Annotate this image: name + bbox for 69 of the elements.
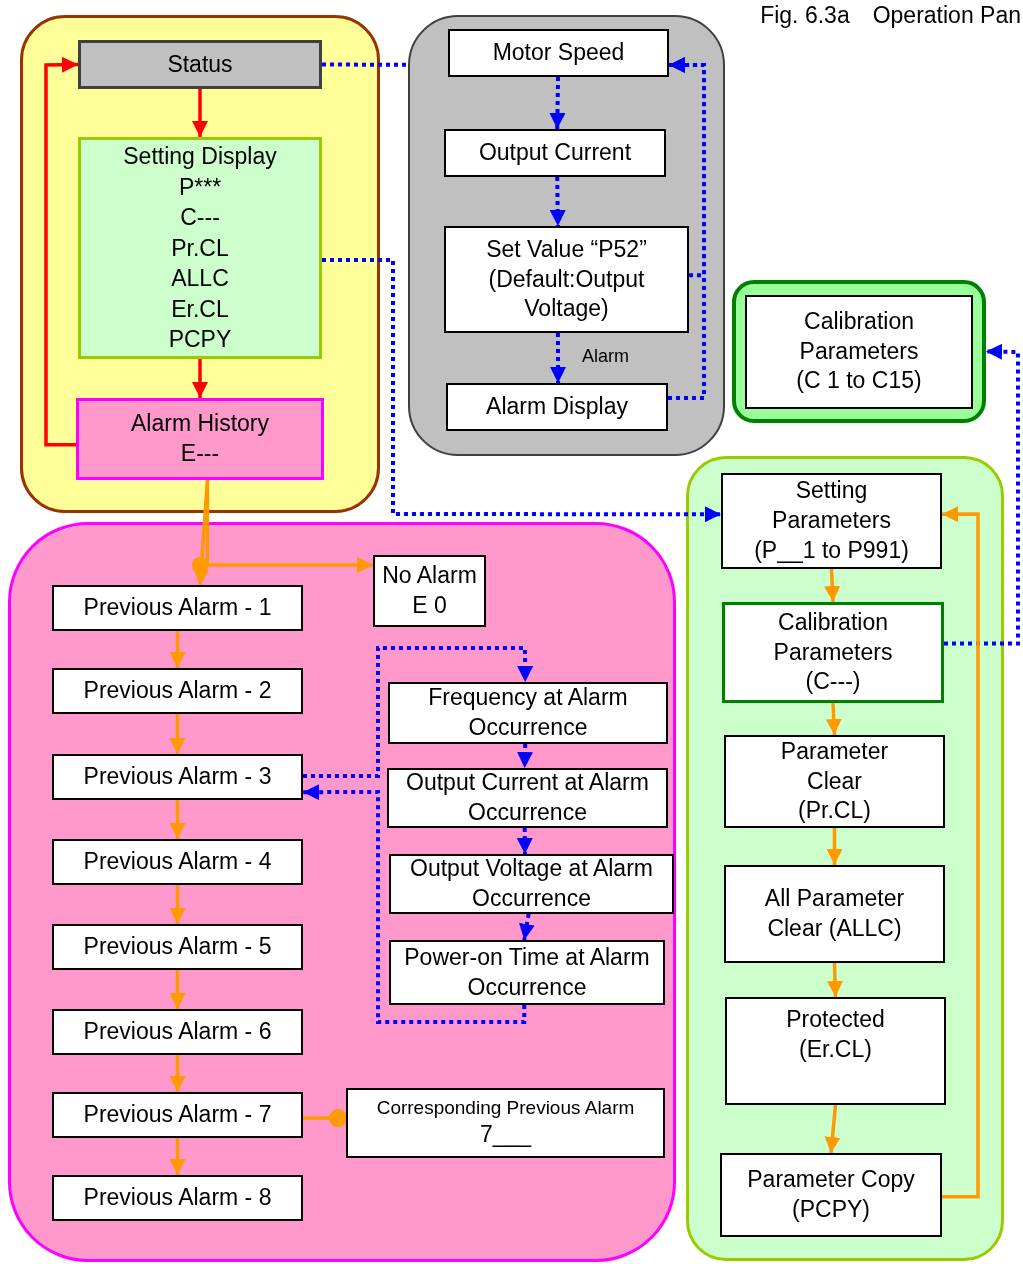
process-box [722, 602, 944, 703]
box-label: Parameter Copy (PCPY) [746, 1165, 916, 1224]
box-label: P*** [178, 172, 222, 202]
box-label: Output Voltage at Alarm Occurrence [409, 854, 654, 913]
box-heading: Setting Display [123, 141, 277, 171]
box-label: Er.CL [171, 294, 229, 324]
box-label: Previous Alarm - 7 [83, 1100, 272, 1130]
box-label: PCPY [168, 325, 232, 355]
box-heading: Corresponding Previous Alarm [376, 1095, 635, 1120]
group-panel [686, 456, 1004, 1261]
box-label: Output Current at Alarm Occurrence [405, 768, 650, 827]
edge-label: Alarm [582, 346, 630, 367]
box-label: C--- [180, 203, 220, 233]
process-box [52, 585, 303, 631]
box-label: Motor Speed [492, 38, 625, 68]
group-panel [20, 15, 380, 513]
box-label: E 0 [412, 591, 447, 620]
process-box [373, 555, 486, 627]
process-box [721, 473, 942, 569]
box-label: Set Value “P52” (Default:Output Voltage) [485, 234, 648, 324]
box-heading: No Alarm [382, 561, 477, 591]
status-box [78, 40, 322, 89]
figure-title: Fig. 6.3a Operation Pan [760, 1, 1021, 30]
process-box [346, 1088, 665, 1158]
box-label: Pr.CL [171, 233, 229, 263]
process-box [725, 997, 946, 1105]
box-label: Power-on Time at Alarm Occurrence [403, 942, 651, 1002]
process-box [448, 29, 669, 77]
box-label: Previous Alarm - 3 [83, 762, 272, 792]
process-box [724, 865, 945, 963]
process-box [76, 398, 324, 480]
box-label: Protected (Er.CL) [785, 1005, 886, 1064]
box-label: E--- [180, 439, 220, 468]
box-label: Previous Alarm - 2 [83, 676, 272, 706]
process-box [446, 383, 668, 431]
process-box [78, 137, 322, 359]
process-box [52, 1009, 303, 1055]
process-box [724, 735, 945, 828]
box-label: Previous Alarm - 5 [83, 932, 272, 962]
process-box [52, 839, 303, 885]
box-label: Previous Alarm - 1 [83, 593, 272, 623]
box-label: Calibration Parameters (C---) [772, 607, 894, 697]
process-box [732, 280, 986, 423]
box-label: Alarm Display [486, 392, 628, 422]
box-label: Previous Alarm - 6 [83, 1017, 272, 1047]
box-label: Setting Parameters (P__1 to P991) [753, 476, 910, 565]
box-label: Parameter Clear (Pr.CL) [779, 736, 890, 826]
process-box [52, 1092, 303, 1138]
box-heading: Alarm History [131, 409, 269, 439]
process-box [52, 924, 303, 970]
process-box [444, 129, 666, 177]
process-box [389, 940, 665, 1005]
box-label: Frequency at Alarm Occurrence [427, 683, 629, 742]
box-label: Status [167, 49, 233, 79]
process-box [52, 668, 303, 714]
box-label: Output Current [478, 138, 632, 168]
process-box [389, 854, 674, 914]
box-label: All Parameter Clear (ALLC) [763, 884, 906, 943]
process-box [52, 754, 303, 800]
box-label: ALLC [171, 264, 229, 294]
box-label: Calibration Parameters (C 1 to C15) [795, 306, 923, 396]
box-label: Previous Alarm - 4 [83, 847, 272, 877]
process-box [388, 682, 668, 744]
box-label: Previous Alarm - 8 [83, 1183, 272, 1213]
box-label: 7___ [479, 1120, 532, 1150]
process-box [444, 226, 689, 333]
group-panel [8, 522, 676, 1262]
process-box [720, 1153, 942, 1237]
process-box [52, 1175, 303, 1221]
